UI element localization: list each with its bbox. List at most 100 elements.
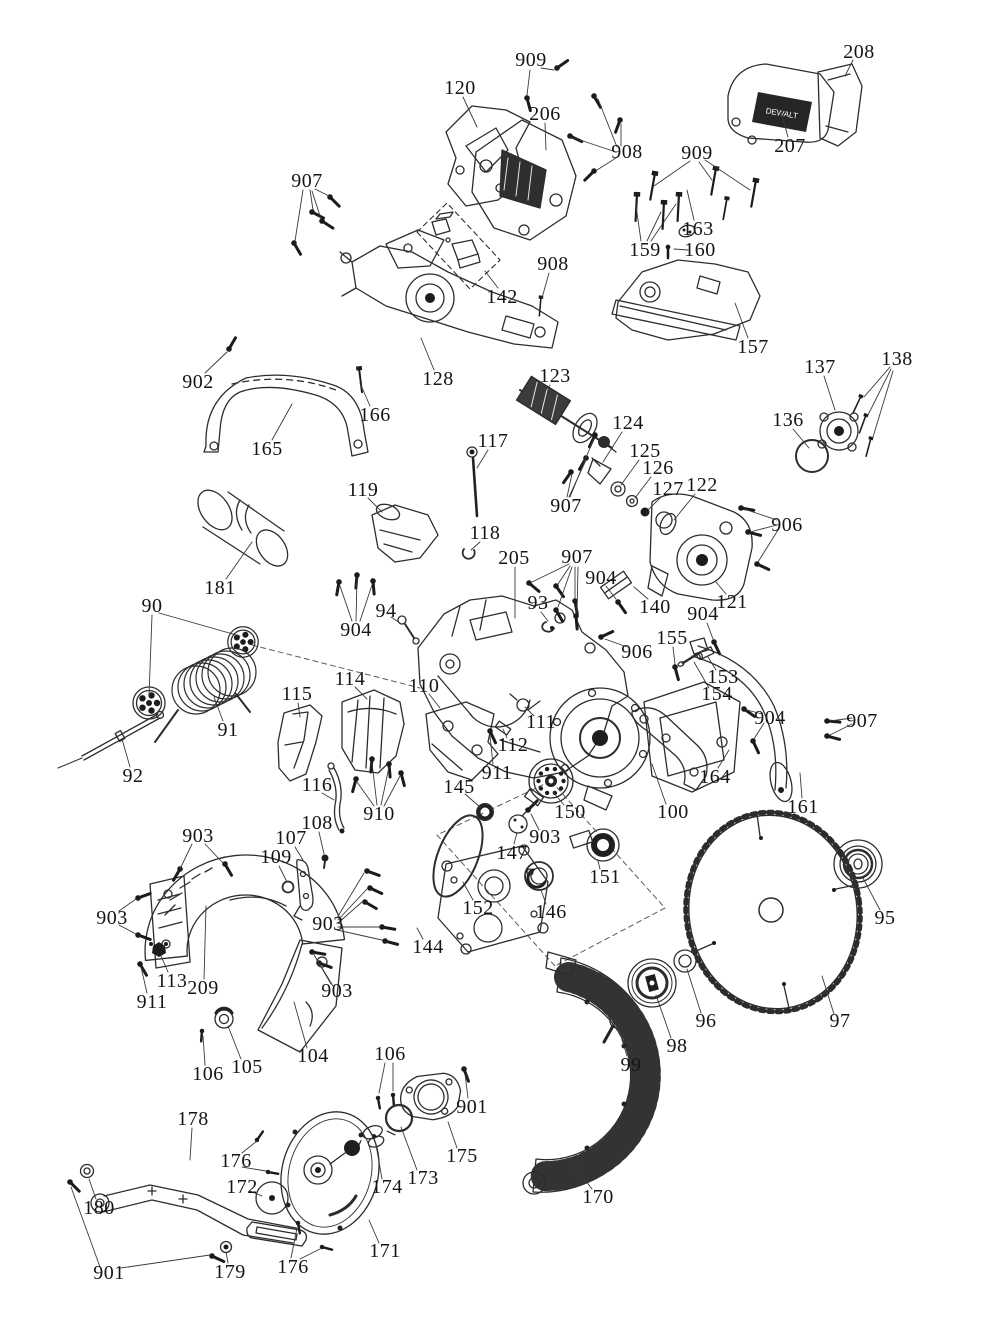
part-screw-117 — [466, 446, 479, 518]
part-label-113: 113 — [156, 970, 188, 992]
part-label-159: 159 — [629, 239, 661, 261]
part-label-181: 181 — [204, 577, 236, 599]
part-gearcase-121 — [647, 493, 753, 601]
part-washer-147 — [508, 810, 528, 834]
part-label-909: 909 — [681, 142, 713, 164]
part-label-154: 154 — [701, 683, 733, 705]
part-label-90: 90 — [141, 595, 163, 617]
part-label-208: 208 — [843, 41, 875, 63]
part-ring-109 — [281, 880, 295, 894]
part-outer-flange-95 — [833, 839, 883, 889]
part-washer-172 — [255, 1181, 289, 1215]
part-washer-96 — [673, 949, 697, 973]
part-clip-118 — [461, 548, 476, 560]
part-wingnut-113 — [149, 942, 168, 957]
part-label-907: 907 — [550, 495, 582, 517]
part-hub-90b — [227, 626, 259, 658]
part-label-903: 903 — [321, 980, 353, 1002]
part-label-161: 161 — [787, 796, 819, 818]
part-label-122: 122 — [686, 474, 718, 496]
part-label-95: 95 — [874, 907, 896, 929]
part-label-137: 137 — [804, 356, 836, 378]
part-label-136: 136 — [772, 409, 804, 431]
part-label-907: 907 — [291, 170, 323, 192]
part-label-904: 904 — [340, 619, 372, 641]
part-label-108: 108 — [301, 812, 333, 834]
part-housing-100 — [549, 681, 741, 811]
part-label-105: 105 — [231, 1056, 263, 1078]
part-label-119: 119 — [347, 479, 379, 501]
part-rivet-108 — [321, 854, 329, 869]
part-label-170: 170 — [582, 1186, 614, 1208]
part-label-96: 96 — [695, 1010, 717, 1032]
part-link-164 — [631, 707, 708, 791]
part-label-110: 110 — [408, 675, 440, 697]
part-pin-154 — [677, 651, 701, 667]
part-label-145: 145 — [443, 776, 475, 798]
part-label-150: 150 — [554, 801, 586, 823]
part-label-97: 97 — [829, 1010, 851, 1032]
part-label-125: 125 — [629, 440, 661, 462]
part-elbow-119 — [371, 503, 439, 563]
part-label-902: 902 — [182, 371, 214, 393]
part-side-plate-171 — [280, 1111, 380, 1235]
part-label-911: 911 — [481, 762, 513, 784]
part-label-179: 179 — [214, 1261, 246, 1283]
part-flange-plate-175 — [399, 1072, 462, 1121]
part-label-166: 166 — [359, 404, 391, 426]
part-fork-124 — [587, 457, 612, 485]
part-label-157: 157 — [737, 336, 769, 358]
part-spring-clip-111 — [509, 693, 541, 712]
part-label-178: 178 — [177, 1108, 209, 1130]
part-key-140 — [599, 570, 633, 600]
clamp-163 — [678, 224, 696, 238]
part-label-151: 151 — [589, 866, 621, 888]
part-label-128: 128 — [422, 368, 454, 390]
part-label-911: 911 — [136, 991, 168, 1013]
part-label-901: 901 — [93, 1262, 125, 1284]
part-guard-left-plate — [149, 867, 287, 969]
part-oring-173 — [384, 1103, 414, 1133]
part-label-165: 165 — [251, 438, 283, 460]
part-carriage-205 — [417, 595, 629, 779]
part-clip-93 — [541, 621, 555, 633]
part-label-209: 209 — [187, 977, 219, 999]
part-label-171: 171 — [369, 1240, 401, 1262]
part-label-152: 152 — [462, 897, 494, 919]
part-label-117: 117 — [477, 430, 509, 452]
part-label-146: 146 — [535, 901, 567, 923]
part-bearing-151 — [569, 828, 620, 862]
part-label-142: 142 — [486, 286, 518, 308]
part-label-114: 114 — [334, 668, 366, 690]
part-lower-guard-170 — [522, 951, 661, 1195]
part-guard-115 — [277, 704, 323, 782]
part-lower-cover-104 — [257, 939, 343, 1053]
part-label-176: 176 — [220, 1150, 252, 1172]
part-label-904: 904 — [585, 567, 617, 589]
part-label-904: 904 — [687, 603, 719, 625]
part-dust-tube-181 — [197, 489, 289, 567]
part-bearing-125 — [610, 481, 626, 497]
part-label-904: 904 — [754, 707, 786, 729]
part-label-106: 106 — [374, 1043, 406, 1065]
part-label-903: 903 — [96, 907, 128, 929]
part-label-91: 91 — [217, 719, 239, 741]
part-label-205: 205 — [498, 547, 530, 569]
part-bearing-146 — [524, 861, 554, 891]
part-blade-97 — [683, 809, 863, 1015]
part-carry-handle-165 — [203, 374, 369, 457]
part-label-107: 107 — [275, 827, 307, 849]
part-guard-114 — [341, 689, 405, 774]
part-label-163: 163 — [682, 218, 714, 240]
part-guard-arm-178 — [90, 1184, 308, 1247]
part-spring-91 — [154, 647, 257, 743]
part-label-109: 109 — [260, 846, 292, 868]
part-pin-112 — [494, 720, 512, 736]
part-label-106: 106 — [192, 1063, 224, 1085]
part-upper-guard-209 — [144, 854, 346, 962]
part-label-908: 908 — [611, 141, 643, 163]
part-pulley-150 — [523, 758, 574, 807]
